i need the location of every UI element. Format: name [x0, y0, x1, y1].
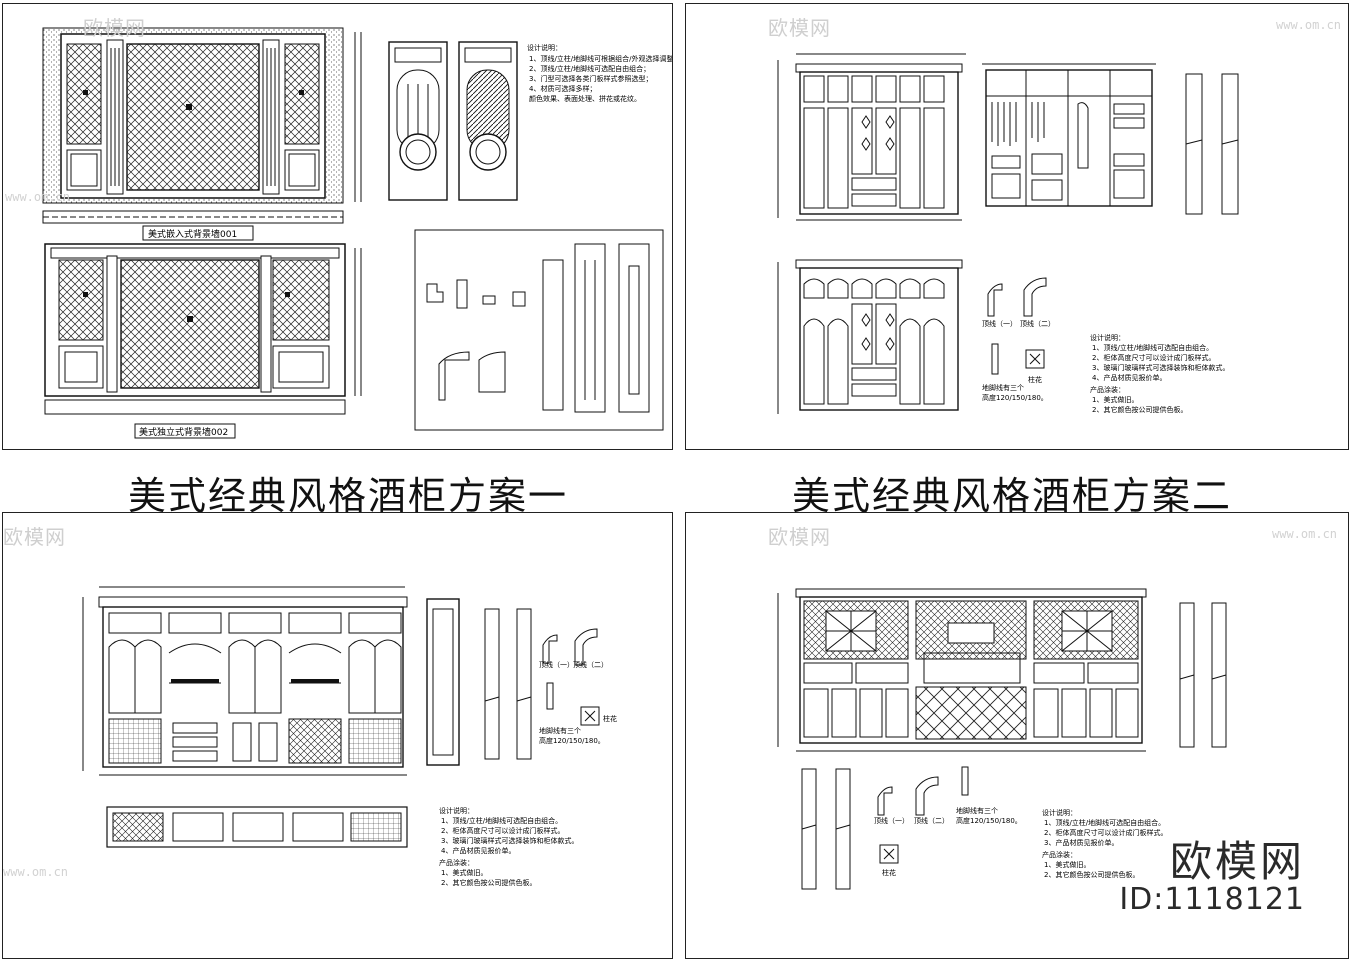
title-scheme-one: 美式经典风格酒柜方案一 [128, 474, 569, 518]
design-notes-panel2: 设计说明： 1、顶线/立柱/地脚线可选配自由组合。 2、柜体高度尺寸可以设计成门… [1090, 333, 1229, 414]
label-skirting-note-1: 地脚线有三个 [982, 383, 1024, 392]
embedded-wall-elevation [42, 27, 362, 224]
watermark-domain: www.om.cn [3, 865, 69, 879]
label-crown-two: 顶线（二） [1020, 319, 1055, 328]
label-freestanding-wall: 美式独立式背景墙002 [139, 426, 228, 438]
wine-cabinet-elevation [82, 586, 408, 776]
watermark-brand: 欧模网 [768, 525, 831, 549]
svg-text:3、产品材质见报价单。: 3、产品材质见报价单。 [1044, 838, 1118, 847]
svg-text:1、美式做旧。: 1、美式做旧。 [1044, 860, 1090, 869]
column-profiles [1185, 73, 1239, 215]
label-skirting-note-2: 高度120/150/180。 [982, 393, 1048, 402]
watermark-brand: 欧模网 [768, 16, 831, 40]
svg-text:3、玻璃门玻璃样式可选择装饰和柜体款式。: 3、玻璃门玻璃样式可选择装饰和柜体款式。 [441, 836, 578, 845]
svg-text:产品涂装：: 产品涂装： [1090, 385, 1125, 394]
svg-text:2、其它颜色按公司提供色板。: 2、其它颜色按公司提供色板。 [441, 878, 536, 887]
design-notes-panel1: 设计说明： 1、顶线/立柱/地脚线可根据组合/外观选择调整； 2、顶线/立柱/地… [527, 43, 672, 103]
label-skirting-note-1: 地脚线有三个 [956, 806, 998, 815]
svg-text:2、柜体高度尺寸可以设计成门板样式。: 2、柜体高度尺寸可以设计成门板样式。 [1092, 353, 1215, 362]
svg-text:2、其它颜色按公司提供色板。: 2、其它颜色按公司提供色板。 [1092, 405, 1187, 414]
label-skirting-note-2: 高度120/150/180。 [956, 816, 1022, 825]
label-crown-one: 顶线（一） [874, 816, 909, 825]
svg-text:2、其它颜色按公司提供色板。: 2、其它颜色按公司提供色板。 [1044, 870, 1139, 879]
svg-text:1、顶线/立柱/地脚线可选配自由组合。: 1、顶线/立柱/地脚线可选配自由组合。 [441, 816, 562, 825]
watermark-domain: www.om.cn [5, 190, 71, 204]
watermark-brand: 欧模网 [83, 16, 146, 40]
drawing-sheet-4: 顶线（一） 顶线（二） 柱花 地脚线有三个 高度120/150/180。 设计说… [685, 512, 1349, 959]
label-crown-two: 顶线（二） [573, 660, 608, 669]
column-profiles-left [801, 768, 851, 890]
svg-text:2、柜体高度尺寸可以设计成门板样式。: 2、柜体高度尺寸可以设计成门板样式。 [1044, 828, 1167, 837]
svg-text:2、顶线/立柱/地脚线可选配自由组合；: 2、顶线/立柱/地脚线可选配自由组合； [529, 64, 650, 73]
svg-text:设计说明：: 设计说明： [1090, 333, 1125, 342]
drawing-sheet-1: 美式嵌入式背景墙001 美式独立式背景墙002 [2, 3, 673, 450]
drawing-sheet-2: 顶线（一） 顶线（二） 柱花 地脚线有三个 高度120/150/180。 设计说… [685, 3, 1349, 450]
label-column-flower: 柱花 [882, 868, 896, 877]
side-section [426, 598, 460, 766]
svg-text:1、顶线/立柱/地脚线可根据组合/外观选择调整；: 1、顶线/立柱/地脚线可根据组合/外观选择调整； [529, 54, 672, 63]
cad-drawing-background-walls: 美式嵌入式背景墙001 美式独立式背景墙002 [42, 27, 672, 439]
moulding-details-box [414, 229, 664, 431]
svg-text:4、产品材质见报价单。: 4、产品材质见报价单。 [441, 846, 515, 855]
label-skirting-note-1: 地脚线有三个 [539, 726, 581, 735]
cad-drawing-wine-cabinet-three: 顶线（一） 顶线（二） 柱花 地脚线有三个 高度120/150/180。 设计说… [82, 586, 617, 887]
column-profiles [484, 608, 532, 760]
label-crown-one: 顶线（一） [539, 660, 574, 669]
svg-text:颜色效果、表面处理、拼花或花纹。: 颜色效果、表面处理、拼花或花纹。 [529, 94, 641, 103]
svg-text:设计说明：: 设计说明： [1042, 808, 1077, 817]
svg-text:3、玻璃门玻璃样式可选择装饰和柜体款式。: 3、玻璃门玻璃样式可选择装饰和柜体款式。 [1092, 363, 1229, 372]
svg-text:2、柜体高度尺寸可以设计成门板样式。: 2、柜体高度尺寸可以设计成门板样式。 [441, 826, 564, 835]
wardrobe-elevation-bottom [777, 259, 963, 414]
design-notes-panel3: 设计说明： 1、顶线/立柱/地脚线可选配自由组合。 2、柜体高度尺寸可以设计成门… [439, 806, 578, 887]
crown-moulding-profiles [987, 277, 1047, 375]
label-crown-one: 顶线（一） [982, 319, 1017, 328]
watermark-domain: www.om.cn [1276, 18, 1342, 32]
door-elevations [388, 41, 518, 201]
label-embedded-wall: 美式嵌入式背景墙001 [148, 228, 237, 240]
svg-text:产品涂装：: 产品涂装： [1042, 850, 1077, 859]
plan-view [106, 806, 408, 848]
crown-moulding-profiles [877, 766, 969, 864]
svg-text:设计说明：: 设计说明： [439, 806, 474, 815]
svg-text:设计说明：: 设计说明： [527, 43, 562, 52]
svg-text:1、顶线/立柱/地脚线可选配自由组合。: 1、顶线/立柱/地脚线可选配自由组合。 [1092, 343, 1213, 352]
label-skirting-note-2: 高度120/150/180。 [539, 736, 605, 745]
wardrobe-elevation-top [777, 53, 966, 221]
label-column-flower: 柱花 [1028, 375, 1042, 384]
svg-text:1、美式做旧。: 1、美式做旧。 [441, 868, 487, 877]
watermark-domain: www.om.cn [1272, 527, 1338, 541]
cad-drawing-wine-cabinet-two: 顶线（一） 顶线（二） 柱花 地脚线有三个 高度120/150/180。 设计说… [777, 53, 1239, 414]
cad-drawing-wine-cabinet-four: 顶线（一） 顶线（二） 柱花 地脚线有三个 高度120/150/180。 设计说… [777, 588, 1227, 890]
svg-text:3、门型可选择各类门板样式参照选型；: 3、门型可选择各类门板样式参照选型； [529, 74, 652, 83]
wardrobe-interior [982, 63, 1156, 207]
svg-text:1、美式做旧。: 1、美式做旧。 [1092, 395, 1138, 404]
model-id: ID:1118121 [1119, 882, 1305, 917]
watermark-brand: 欧模网 [3, 525, 66, 549]
svg-text:1、顶线/立柱/地脚线可选配自由组合。: 1、顶线/立柱/地脚线可选配自由组合。 [1044, 818, 1165, 827]
label-crown-two: 顶线（二） [914, 816, 949, 825]
drawing-sheet-3: 顶线（一） 顶线（二） 柱花 地脚线有三个 高度120/150/180。 设计说… [2, 512, 673, 959]
design-notes-panel4: 设计说明： 1、顶线/立柱/地脚线可选配自由组合。 2、柜体高度尺寸可以设计成门… [1042, 808, 1167, 879]
svg-text:产品涂装：: 产品涂装： [439, 858, 474, 867]
svg-text:4、材质可选择多样；: 4、材质可选择多样； [529, 84, 596, 93]
title-scheme-two: 美式经典风格酒柜方案二 [792, 474, 1233, 518]
svg-text:4、产品材质见报价单。: 4、产品材质见报价单。 [1092, 373, 1166, 382]
freestanding-wall-elevation [44, 243, 362, 415]
column-profiles-right [1179, 602, 1227, 748]
label-column-flower: 柱花 [603, 714, 617, 723]
wine-cabinet-elevation [777, 588, 1147, 752]
brand-logo-text: 欧模网 [1169, 837, 1305, 886]
crown-moulding-profiles [542, 628, 600, 726]
